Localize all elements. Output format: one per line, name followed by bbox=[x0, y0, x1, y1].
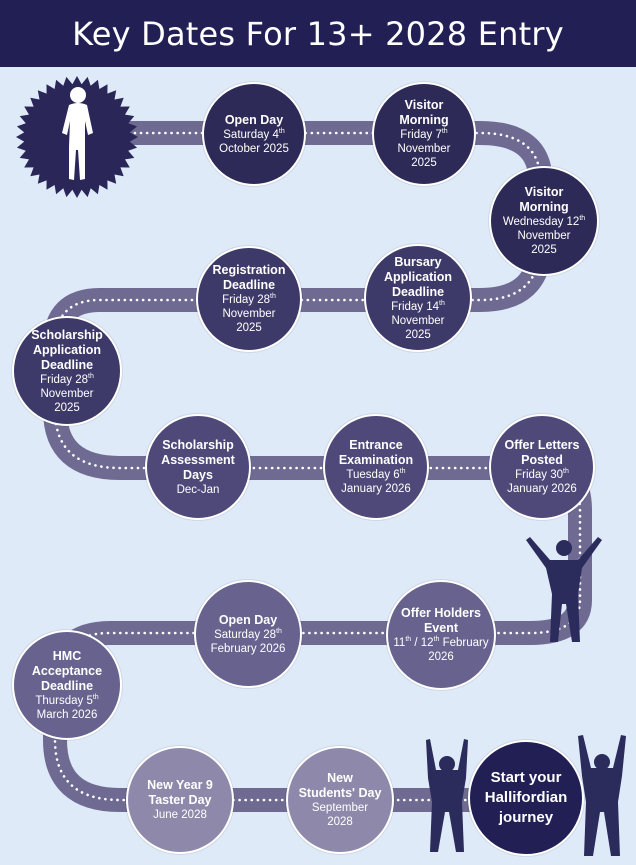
event-title: Bursary Application Deadline bbox=[383, 254, 453, 299]
event-title: Entrance Examination bbox=[338, 438, 414, 467]
event-title: Scholarship Assessment Days bbox=[161, 437, 235, 482]
road-dots bbox=[53, 131, 582, 802]
title-banner: Key Dates For 13+ 2028 Entry bbox=[0, 0, 636, 67]
event-date: Dec-Jan bbox=[176, 483, 220, 496]
event-title: Visitor Morning bbox=[519, 185, 569, 214]
page-title: Key Dates For 13+ 2028 Entry bbox=[72, 14, 564, 53]
event-title: HMC Acceptance Deadline bbox=[31, 648, 103, 693]
event-offer-holders: Offer Holders Event 11th / 12th February… bbox=[386, 580, 496, 690]
event-taster-day: New Year 9 Taster Day June 2028 bbox=[126, 746, 234, 854]
event-title: New Year 9 Taster Day bbox=[147, 778, 213, 807]
cheering-child-icon bbox=[578, 735, 626, 856]
event-title: Offer Holders Event bbox=[401, 606, 481, 635]
event-title: Visitor Morning bbox=[399, 98, 449, 127]
child-silhouette-icon bbox=[62, 87, 93, 180]
event-title: Offer Letters Posted bbox=[504, 438, 580, 467]
cheering-child-icon bbox=[426, 739, 468, 852]
event-title: New Students' Day bbox=[298, 771, 382, 800]
event-scholarship-assessment: Scholarship Assessment Days Dec-Jan bbox=[145, 414, 251, 520]
final-title: Start your Hallifordian journey bbox=[484, 769, 568, 826]
event-bursary-deadline: Bursary Application Deadline Friday 14th… bbox=[364, 244, 472, 352]
event-date: June 2028 bbox=[153, 809, 207, 821]
event-title: Scholarship Application Deadline bbox=[31, 327, 103, 372]
starburst-badge bbox=[16, 76, 138, 198]
event-title: Registration Deadline bbox=[212, 263, 286, 292]
event-scholarship-deadline: Scholarship Application Deadline Friday … bbox=[12, 316, 122, 426]
event-title: Open Day bbox=[218, 612, 278, 627]
event-title: Open Day bbox=[224, 112, 284, 127]
final-journey-badge: Start your Hallifordian journey bbox=[468, 740, 584, 856]
cheering-child-icon bbox=[526, 537, 602, 642]
